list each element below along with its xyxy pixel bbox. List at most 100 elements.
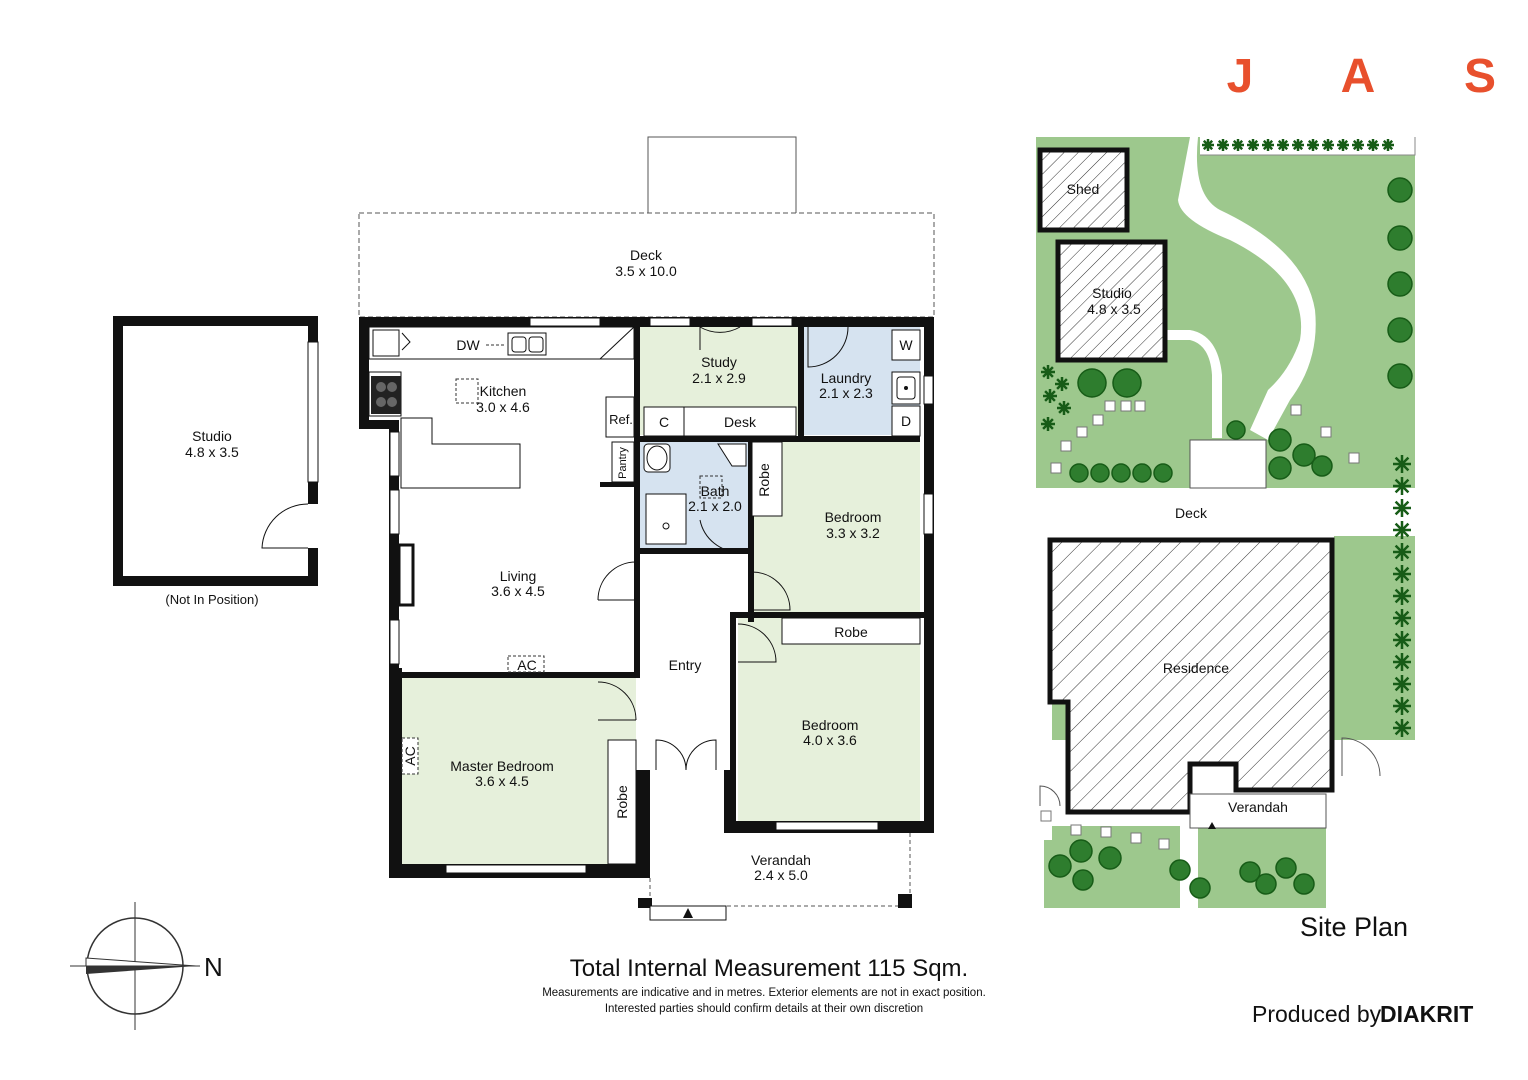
shrub-icon <box>1393 455 1411 473</box>
produced-by-brand: DIAKRIT <box>1380 1001 1473 1027</box>
site-stepping-stones <box>1040 400 1360 850</box>
tree-icon <box>1111 463 1131 483</box>
compass-icon: N <box>70 902 223 1030</box>
shrub-icon <box>1352 139 1364 151</box>
doors <box>597 326 849 771</box>
tree-icon <box>1387 317 1413 343</box>
room-name-bedroom1: Bedroom <box>825 509 882 525</box>
tree-icon <box>1387 225 1413 251</box>
shrub-icon <box>1202 139 1214 151</box>
entry-arrow-icon <box>683 908 693 918</box>
site-label-residence: Residence <box>1163 660 1229 676</box>
tree-icon <box>1153 463 1173 483</box>
room-dims-bath: 2.1 x 2.0 <box>688 498 742 514</box>
room-name-bedroom2: Bedroom <box>802 717 859 733</box>
tree-icon <box>1098 846 1122 870</box>
shrub-icon <box>1322 139 1334 151</box>
site-label-studio-dims: 4.8 x 3.5 <box>1087 301 1141 317</box>
pantry-label: Pantry <box>617 447 629 479</box>
study-desk <box>643 406 797 437</box>
shrub-icon <box>1393 587 1411 605</box>
stepping-stone <box>1050 462 1062 474</box>
shrub-icon <box>1277 139 1289 151</box>
room-dims-deck: 3.5 x 10.0 <box>615 263 677 279</box>
sink-icon <box>507 332 547 356</box>
tree-icon <box>1268 428 1292 452</box>
residence-building <box>1047 537 1335 815</box>
tree-icon <box>1387 177 1413 203</box>
room-dims-study: 2.1 x 2.9 <box>692 370 746 386</box>
tree-icon <box>1112 368 1142 398</box>
robe-label-bedroom2: Robe <box>834 624 868 640</box>
tree-icon <box>1387 271 1413 297</box>
site-label-verandah: Verandah <box>1228 799 1288 815</box>
floor-plan: Deck 3.5 x 10.0 Kitchen 3.0 x 4.6 Study … <box>358 136 935 921</box>
brand-letter-a: A <box>1341 50 1376 103</box>
shrub-icon <box>1041 365 1055 379</box>
stepping-stone <box>1076 426 1088 438</box>
bath-fixtures <box>643 443 747 545</box>
stepping-stone <box>1158 838 1170 850</box>
stepping-stone <box>1040 810 1052 822</box>
site-label-studio: Studio <box>1092 285 1132 301</box>
deck-area <box>358 136 935 318</box>
stepping-stone <box>1100 826 1112 838</box>
desk-label: Desk <box>724 414 757 430</box>
robe-bedroom2 <box>781 617 921 645</box>
shrub-icon <box>1292 139 1304 151</box>
tree-icon <box>1072 869 1094 891</box>
stepping-stone <box>1104 400 1116 412</box>
robe-label-master: Robe <box>614 785 630 819</box>
stepping-stone <box>1348 452 1360 464</box>
shrub-icon <box>1393 543 1411 561</box>
shrub-icon <box>1393 609 1411 627</box>
shrub-icon <box>1393 697 1411 715</box>
room-dims-bedroom1: 3.3 x 3.2 <box>826 525 880 541</box>
ac-label-living: AC <box>517 657 536 673</box>
tree-icon <box>1048 854 1072 878</box>
robe-master <box>607 739 637 865</box>
shrub-icon <box>1057 401 1071 415</box>
windows <box>389 317 934 874</box>
studio-note: (Not In Position) <box>165 592 258 607</box>
site-plan: Shed Studio 4.8 x 3.5 Deck Residence Ver… <box>1036 137 1416 942</box>
stepping-stone <box>1070 824 1082 836</box>
site-label-deck: Deck <box>1175 505 1208 521</box>
stepping-stone <box>1092 414 1104 426</box>
stepping-stone <box>1320 426 1332 438</box>
studio-building <box>1055 239 1168 363</box>
total-measurement: Total Internal Measurement 115 Sqm. <box>570 955 968 982</box>
shed-building <box>1037 147 1130 233</box>
room-dims-laundry: 2.1 x 2.3 <box>819 385 873 401</box>
dishwasher-label: DW <box>456 337 480 353</box>
ac-living <box>507 655 545 673</box>
master-fill <box>402 678 636 864</box>
room-name-kitchen: Kitchen <box>480 383 527 399</box>
shrub-icon <box>1232 139 1244 151</box>
laundry-fixtures <box>891 329 921 437</box>
tree-icon <box>1268 456 1292 480</box>
bedroom2-fill <box>738 618 920 823</box>
site-verandah <box>1189 793 1327 829</box>
brand-letter-s: S <box>1464 50 1496 103</box>
shrub-icon <box>1393 565 1411 583</box>
shrub-icon <box>1337 139 1349 151</box>
tree-icon <box>1077 368 1107 398</box>
brand-logo: J A S <box>1227 50 1496 103</box>
tree-icon <box>1169 859 1191 881</box>
stepping-stone <box>1060 440 1072 452</box>
room-name-master: Master Bedroom <box>450 758 553 774</box>
room-name-bath: Bath <box>701 483 730 499</box>
room-dims-verandah: 2.4 x 5.0 <box>754 867 808 883</box>
shrub-icon <box>1043 389 1057 403</box>
stepping-stone <box>1134 400 1146 412</box>
shrub-icon <box>1217 139 1229 151</box>
disclaimer-line-1: Measurements are indicative and in metre… <box>542 987 986 999</box>
tree-icon <box>1132 463 1152 483</box>
robe-bedroom1 <box>751 441 783 517</box>
shrub-icon <box>1307 139 1319 151</box>
shrub-icon <box>1393 675 1411 693</box>
site-label-shed: Shed <box>1067 181 1100 197</box>
room-name-studio: Studio <box>192 428 232 444</box>
tree-icon <box>1226 420 1246 440</box>
